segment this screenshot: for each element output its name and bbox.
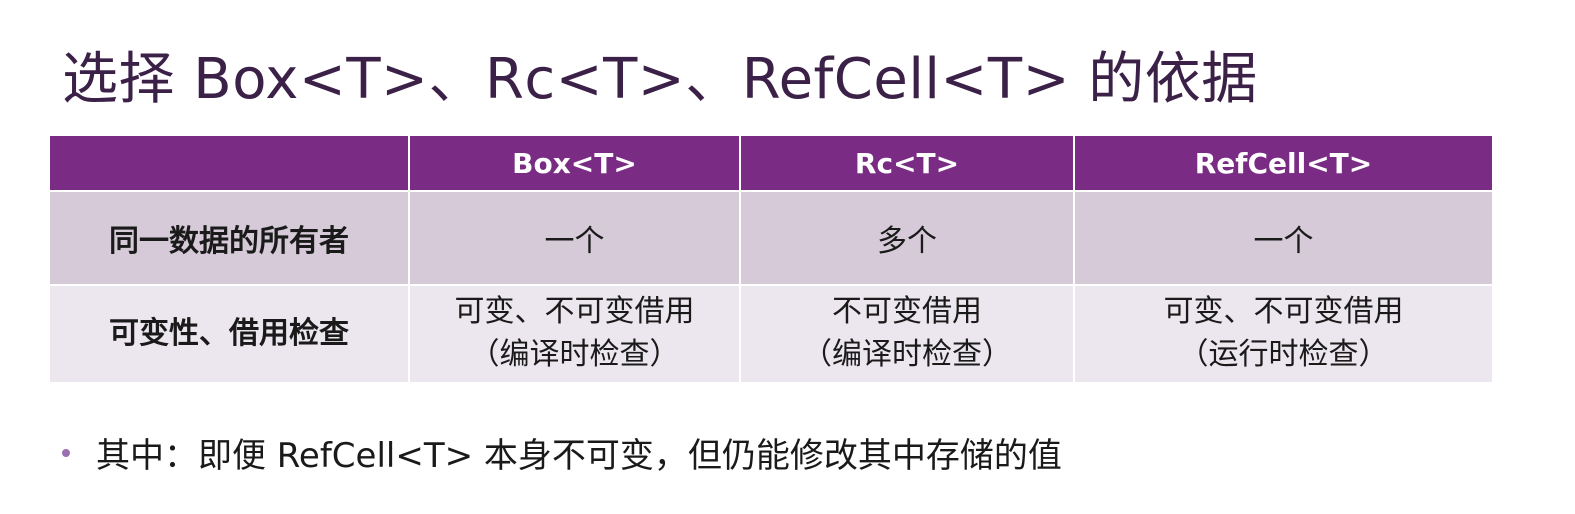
bullet-dot-icon (62, 448, 70, 457)
cell-text-line2: （运行时检查） (1178, 337, 1389, 372)
cell-text-line1: 不可变借用 (832, 294, 982, 330)
table-header-row: Box<T> Rc<T> RefCell<T> (48, 134, 1494, 192)
slide-title: 选择 Box<T>、Rc<T>、RefCell<T> 的依据 (62, 46, 1258, 112)
cell-refcell-ownership: 一个 (1073, 190, 1494, 286)
header-rc: Rc<T> (739, 134, 1075, 192)
row-label-mutability: 可变性、借用检查 (48, 284, 410, 384)
table-row-mutability: 可变性、借用检查 可变、不可变借用 （编译时检查） 不可变借用 （编译时检查） … (48, 284, 1494, 384)
cell-text-line1: 可变、不可变借用 (1163, 294, 1404, 330)
note-text: 其中：即便 RefCell<T> 本身不可变，但仍能修改其中存储的值 (96, 436, 1062, 476)
cell-text: 多个 (877, 224, 937, 259)
header-corner (48, 134, 410, 192)
header-box: Box<T> (408, 134, 741, 192)
row-label-ownership: 同一数据的所有者 (48, 190, 410, 286)
cell-box-ownership: 一个 (408, 190, 741, 286)
cell-text-line1: 可变、不可变借用 (454, 294, 695, 330)
table-row-ownership: 同一数据的所有者 一个 多个 一个 (48, 190, 1494, 286)
cell-text: 一个 (544, 224, 605, 259)
bullet-note: 其中：即便 RefCell<T> 本身不可变，但仍能修改其中存储的值 (62, 428, 1062, 477)
cell-box-mutability: 可变、不可变借用 （编译时检查） (408, 284, 741, 384)
cell-rc-ownership: 多个 (739, 190, 1075, 286)
cell-text-line2: （编译时检查） (469, 337, 680, 372)
cell-rc-mutability: 不可变借用 （编译时检查） (739, 284, 1075, 384)
cell-text-line2: （编译时检查） (802, 337, 1012, 372)
cell-refcell-mutability: 可变、不可变借用 （运行时检查） (1073, 284, 1494, 384)
header-refcell: RefCell<T> (1073, 134, 1494, 192)
cell-text: 一个 (1253, 224, 1314, 259)
comparison-table: Box<T> Rc<T> RefCell<T> 同一数据的所有者 一个 多个 一… (48, 134, 1494, 384)
